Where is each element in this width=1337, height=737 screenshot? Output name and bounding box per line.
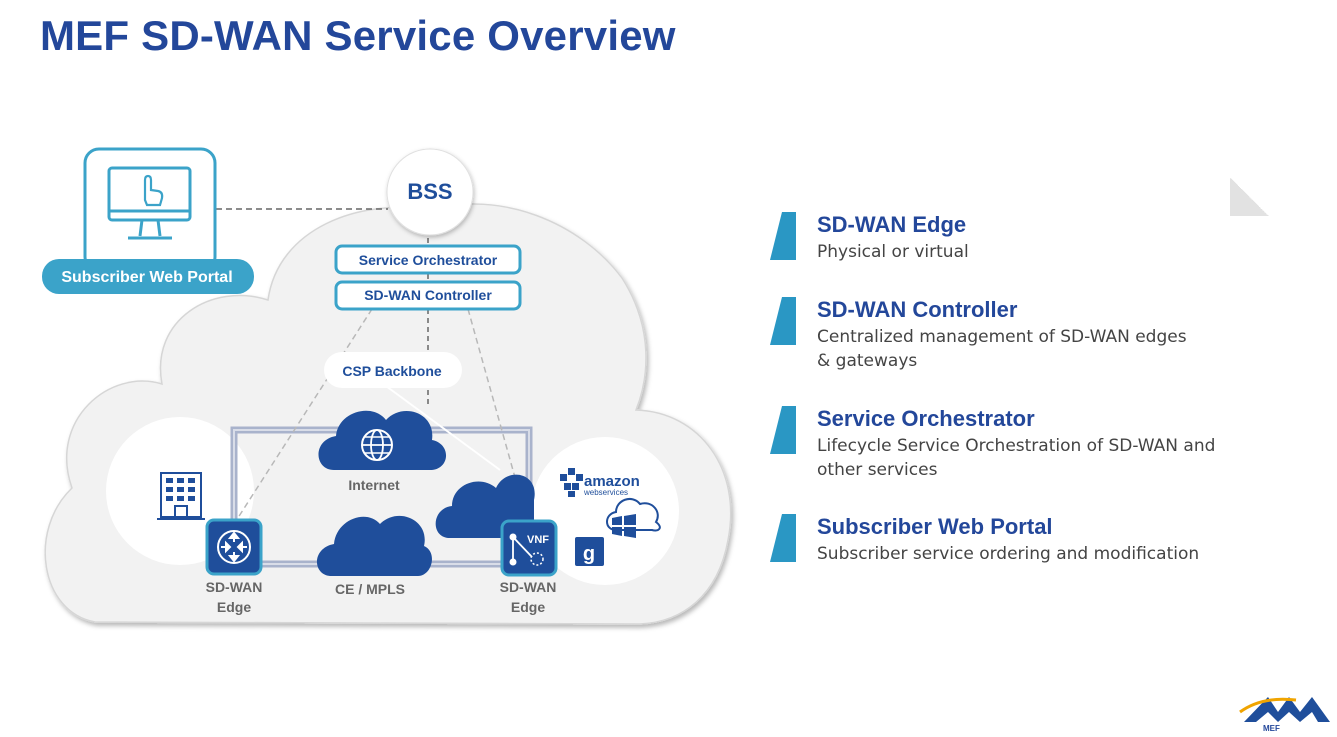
bss-circle [386,148,474,236]
mef-logo [1239,697,1330,722]
edge-left-label-line1: SD-WAN [206,579,263,595]
edge-right-label-line2: Edge [511,599,545,615]
legend-item-title: SD-WAN Edge [817,212,967,237]
svg-text:webservices: webservices [583,488,628,497]
monitor-pointer-icon [107,166,192,240]
controller-edge-left-link [233,308,373,525]
subscriber-web-portal-label: Subscriber Web Portal [61,269,232,286]
csp-backbone-label: CSP Backbone [342,363,442,379]
sdwan-controller-box [334,280,522,311]
mpls-cloud-icon [316,515,432,576]
sdwan-controller-label: SD-WAN Controller [364,287,492,303]
service-orchestrator-box [334,244,522,275]
csp-backbone-pill [324,352,462,388]
edge-left-label-line2: Edge [217,599,251,615]
amazon-web-services-logo: amazon webservices [560,468,640,497]
legend-card-fold [1230,178,1269,216]
legend-item-desc: Subscriber service ordering and modifica… [817,544,1200,564]
vnf-label: VNF [527,534,549,546]
google-icon: g [575,537,604,566]
legend-item-title: Subscriber Web Portal [817,514,1053,539]
portal-label-pill [42,259,254,294]
legend-item-title: SD-WAN Controller [817,297,1018,322]
azure-cloud-icon [606,497,661,538]
router-icon-left [205,518,263,576]
legend-item-title: Service Orchestrator [817,406,1035,431]
page-title: MEF SD-WAN Service Overview [40,12,676,59]
service-orchestrator-label: Service Orchestrator [359,252,498,268]
legend-item-desc: Lifecycle Service Orchestration of SD-WA… [817,436,1216,480]
building-icon [157,472,205,520]
legend-item-desc: Physical or virtual [817,242,969,262]
edge-right-label-line1: SD-WAN [500,579,557,595]
legend-item-desc: Centralized management of SD-WAN edges &… [817,327,1187,371]
svg-text:amazon: amazon [584,473,640,490]
internet-cloud-icon [318,410,447,470]
legend-card [796,178,1269,638]
bss-label: BSS [407,179,452,204]
svg-text:g: g [583,543,595,565]
ce-mpls-label: CE / MPLS [335,581,405,597]
controller-edge-right-link [467,308,529,525]
vnf-icon: VNF [500,519,558,577]
mef-logo-text: MEF [1263,724,1280,733]
internet-label: Internet [348,477,400,493]
